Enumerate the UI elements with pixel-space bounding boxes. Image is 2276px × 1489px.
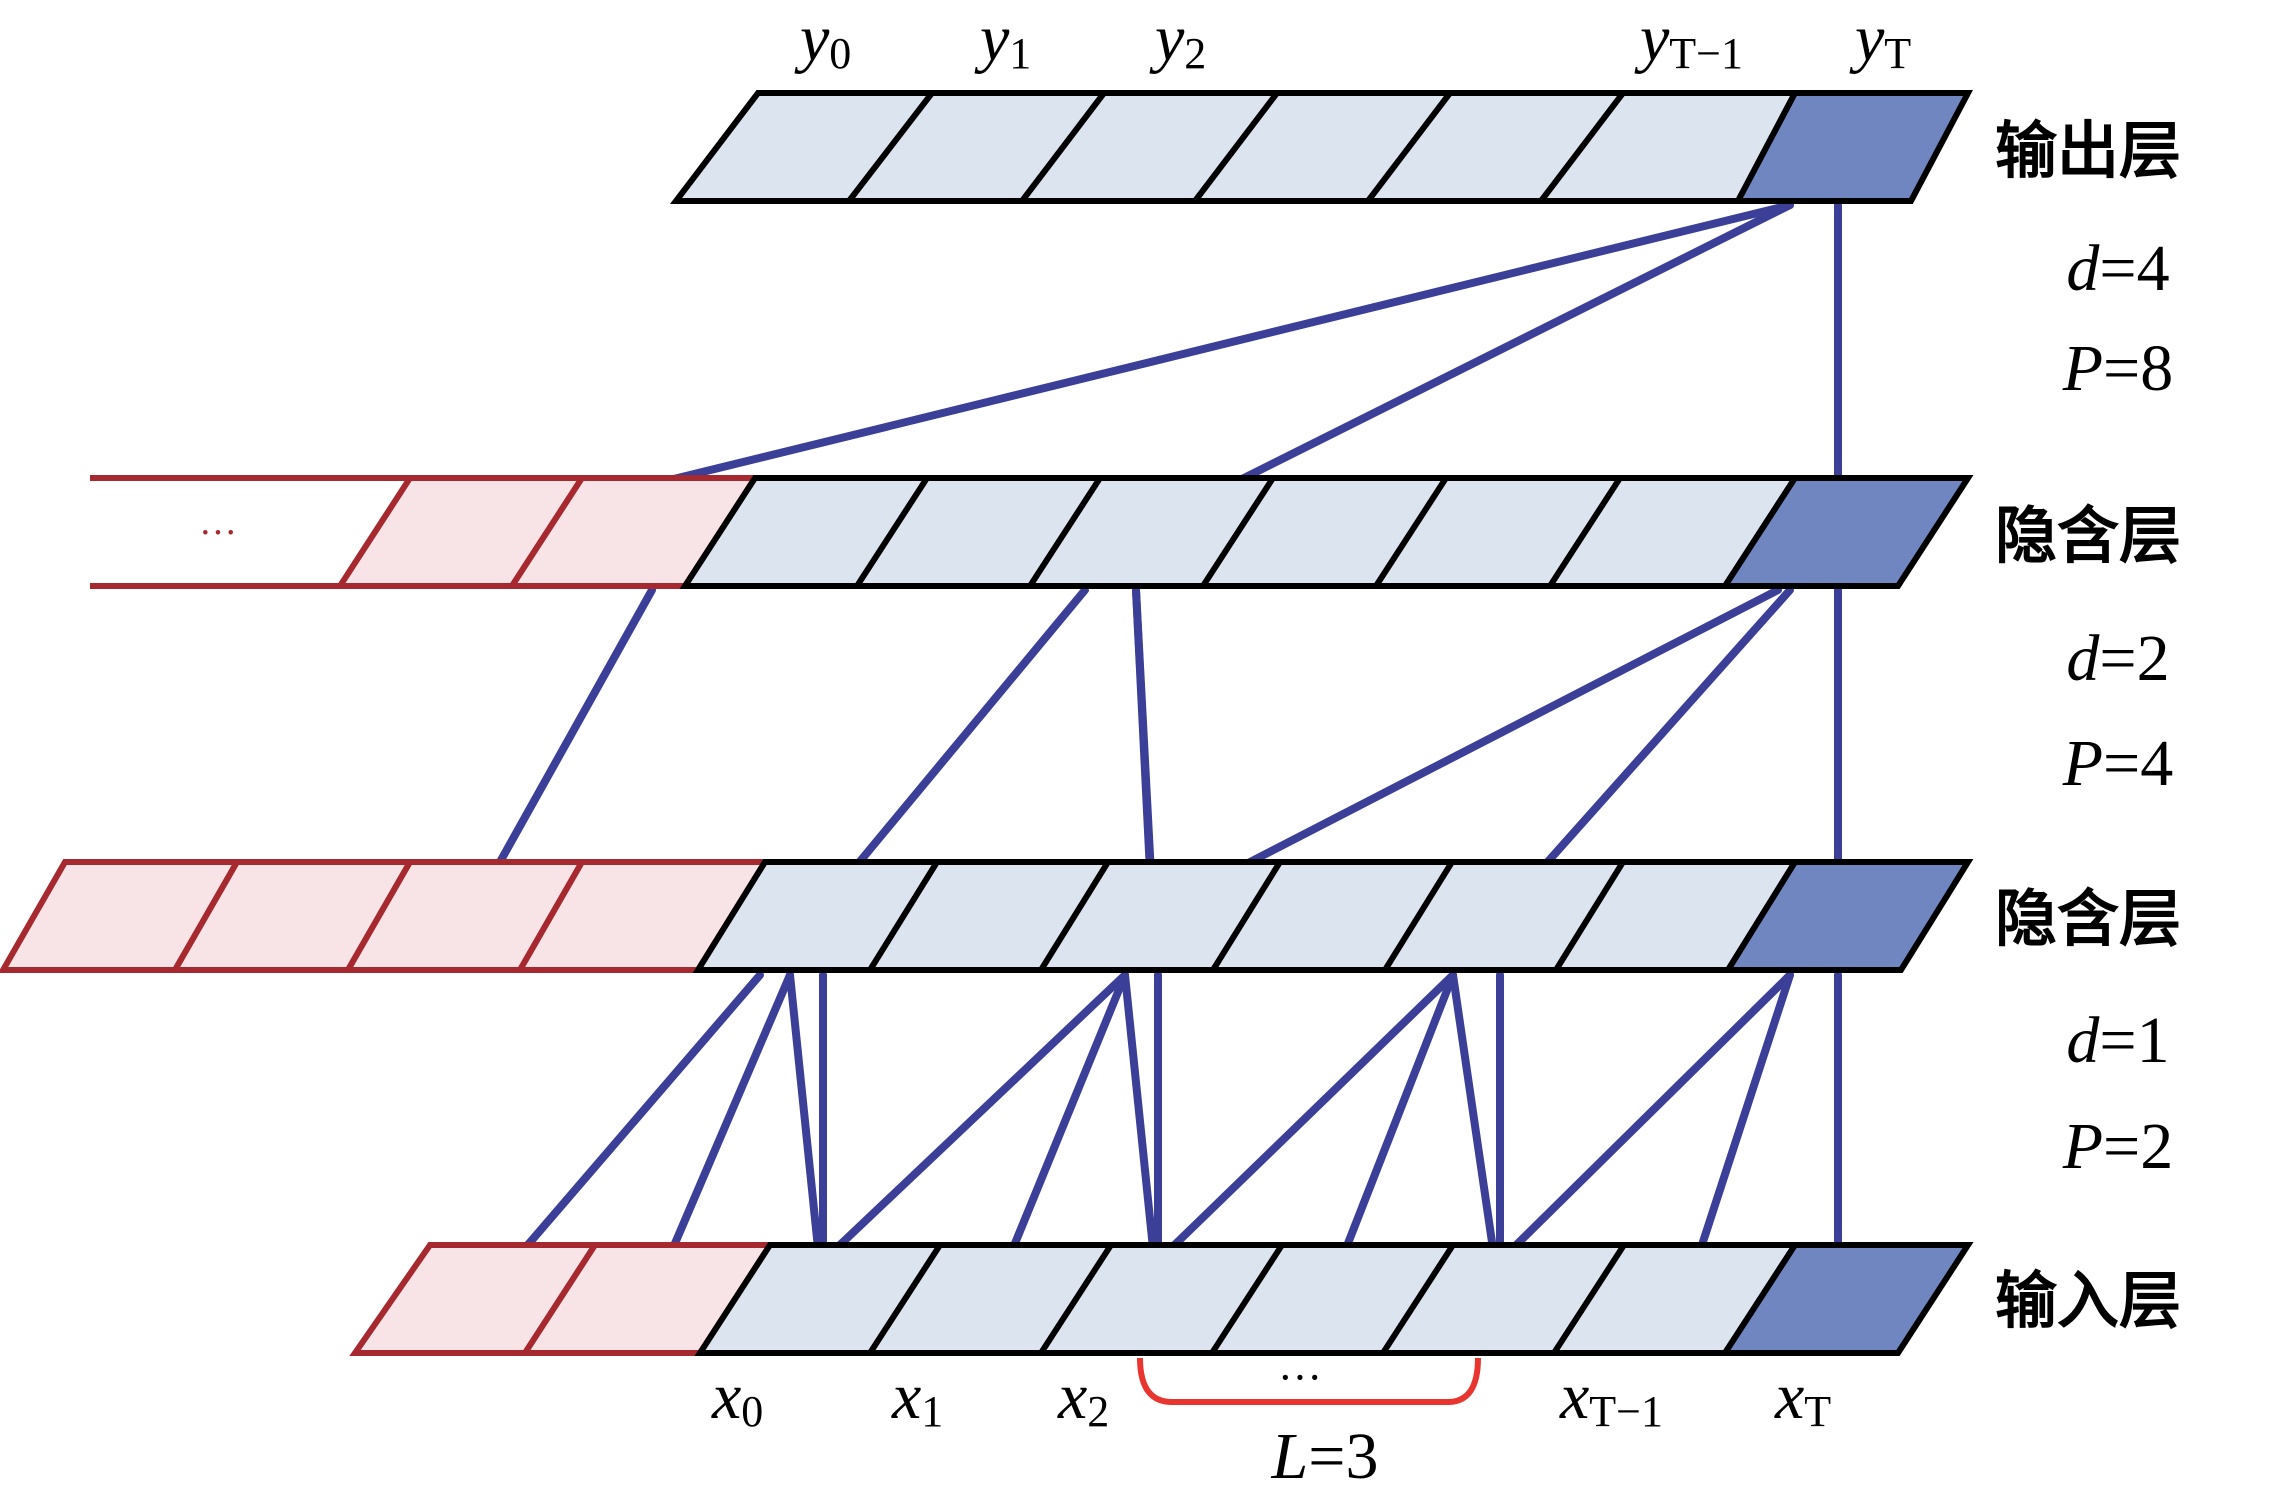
receptive-label-p2: P=2 <box>2062 1110 2174 1183</box>
input-layer <box>349 1242 1974 1356</box>
output-label-y0: y0 <box>794 2 851 78</box>
connection-line <box>1496 971 1794 1265</box>
output-label-yT: yT <box>1849 2 1911 78</box>
input-label-xT: xT <box>1774 1360 1831 1436</box>
hidden-layer-2-ellipsis: ··· <box>199 512 237 554</box>
layer-name-hidden-1: 隐含层 <box>1995 882 2181 955</box>
connection-line <box>1132 586 1156 916</box>
output-label-y1: y1 <box>974 2 1031 78</box>
output-cell-dividers <box>846 91 1626 203</box>
hidden-layer-2-dividers <box>854 476 1623 588</box>
hidden-2-cell-last <box>1719 475 1974 589</box>
hidden-layer-2: ··· <box>90 475 1974 589</box>
layer-name-hidden-2: 隐含层 <box>1995 499 2181 572</box>
receptive-label-p4: P=4 <box>2062 727 2174 800</box>
layer-name-input: 输入层 <box>1995 1264 2181 1337</box>
input-labels: x0 x1 x2 xT−1 xT <box>711 1360 1831 1436</box>
input-cell-last <box>1719 1242 1974 1356</box>
connection-line <box>819 971 1129 1265</box>
dilation-label-d1: d=1 <box>2066 1004 2169 1077</box>
input-ellipsis: ··· <box>1278 1353 1322 1402</box>
receptive-label-p8: P=8 <box>2062 332 2174 405</box>
layer-names: 输出层 隐含层 隐含层 输入层 <box>1995 114 2181 1337</box>
dilation-label-d2: d=2 <box>2066 622 2169 695</box>
input-label-xT-1: xT−1 <box>1559 1360 1663 1436</box>
output-labels: y0 y1 y2 yT−1 yT <box>794 2 1911 78</box>
hidden-1-cell-last <box>1722 859 1974 973</box>
hidden-layer-1-padding <box>0 859 771 973</box>
output-cell-last <box>1733 90 1973 204</box>
hidden-layer-2-padding <box>90 475 761 589</box>
layer-name-output: 输出层 <box>1995 114 2181 187</box>
connection-lines <box>454 201 1842 1301</box>
output-layer <box>669 90 1973 204</box>
input-label-x1: x1 <box>891 1360 943 1436</box>
connection-line <box>468 586 656 916</box>
input-layer-dividers <box>867 1243 1627 1355</box>
input-label-x0: x0 <box>711 1360 763 1436</box>
dilation-labels: d=4 P=8 d=2 P=4 d=1 P=2 <box>2062 232 2174 1183</box>
output-label-yT-1: yT−1 <box>1634 2 1743 78</box>
connection-line <box>814 586 1089 916</box>
input-label-x2: x2 <box>1057 1360 1109 1436</box>
connection-line <box>1149 586 1782 916</box>
hidden-layer-1 <box>0 859 1974 973</box>
connection-line <box>1499 586 1794 916</box>
dilation-label-d4: d=4 <box>2066 232 2169 305</box>
connection-line <box>1154 971 1457 1265</box>
kernel-size-label: L=3 <box>1271 1420 1379 1489</box>
output-label-y2: y2 <box>1149 2 1206 78</box>
hidden-layer-1-dividers <box>867 860 1626 972</box>
kernel-size-brace <box>1137 1357 1481 1405</box>
